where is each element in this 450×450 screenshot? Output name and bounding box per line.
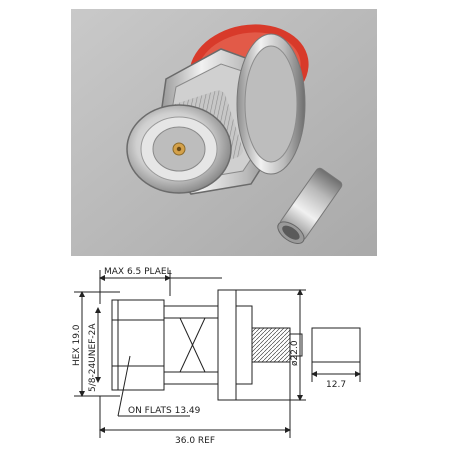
ferrule-outline	[311, 327, 361, 363]
hex-label: HEX 19.0	[72, 324, 82, 366]
ferrule	[277, 167, 343, 244]
flange-outline	[217, 289, 237, 401]
front-hex-outline	[111, 299, 165, 391]
technical-drawing: MAX 6.5 PLAEL HEX 19.0 5/8-24UNEF-2A ON …	[72, 267, 361, 446]
overall-length-label: 36.0 REF	[175, 436, 215, 446]
panel-thickness-label: MAX 6.5 PLAEL	[104, 267, 172, 277]
knurl-section	[251, 327, 291, 363]
ferrule-length-label: 12.7	[326, 380, 346, 390]
flats-label: ON FLATS 13.49	[128, 406, 201, 416]
diameter-label: ø22.0	[290, 340, 300, 366]
thread-label: 5/8-24UNEF-2A	[88, 323, 98, 392]
connector-photo	[71, 9, 377, 256]
